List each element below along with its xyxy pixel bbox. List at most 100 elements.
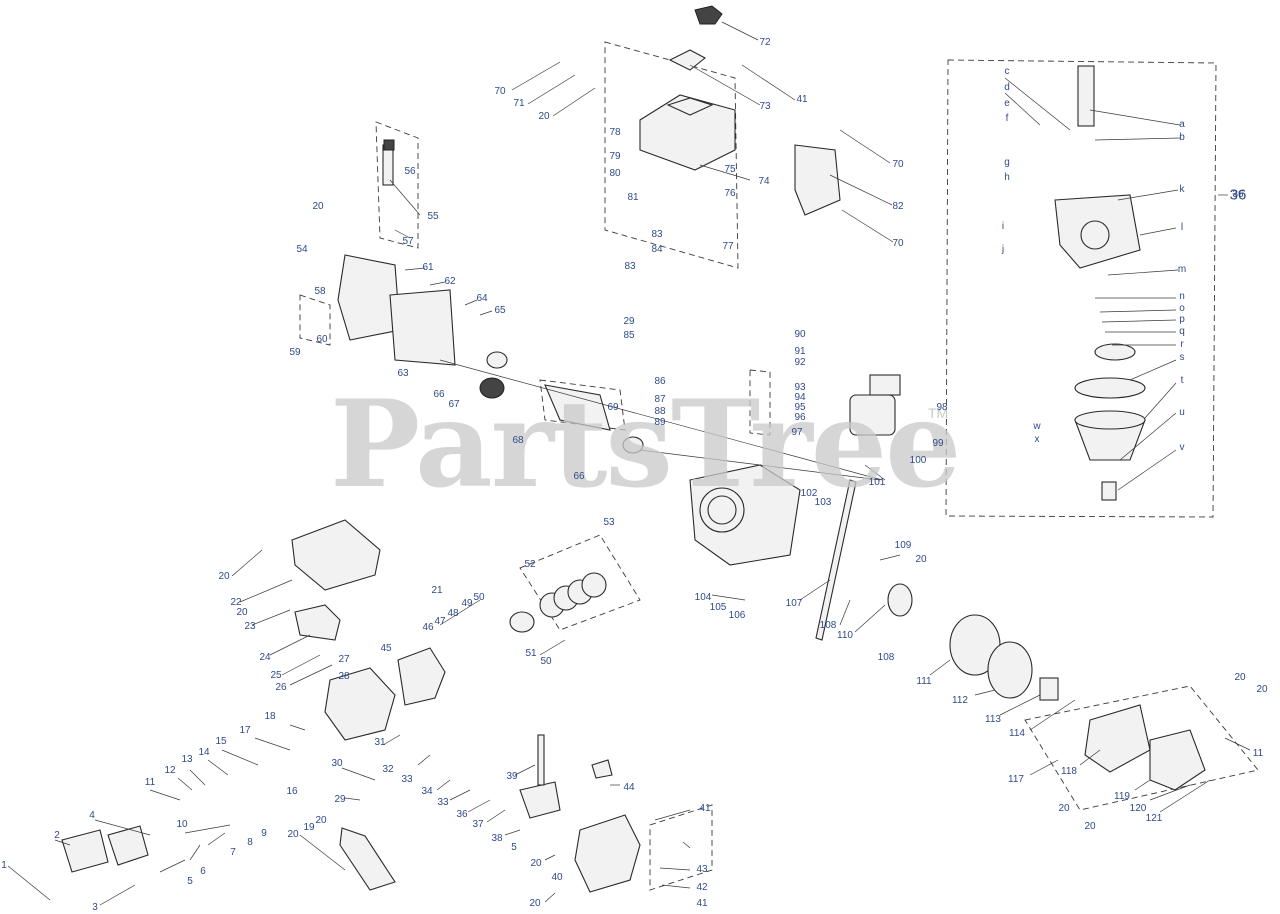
callout-19[interactable]: 19 (303, 822, 315, 833)
callout-41[interactable]: 41 (696, 898, 708, 909)
callout-18[interactable]: 18 (264, 711, 276, 722)
callout-28[interactable]: 28 (338, 671, 350, 682)
callout-95[interactable]: 95 (794, 402, 806, 413)
callout-u[interactable]: u (1179, 407, 1185, 418)
callout-55[interactable]: 55 (427, 211, 439, 222)
callout-71[interactable]: 71 (513, 98, 525, 109)
callout-o[interactable]: o (1179, 303, 1185, 314)
callout-3[interactable]: 3 (92, 902, 98, 913)
callout-83[interactable]: 83 (651, 229, 663, 240)
callout-56[interactable]: 56 (404, 166, 416, 177)
callout-e[interactable]: e (1004, 98, 1010, 109)
callout-j[interactable]: j (1001, 244, 1005, 255)
callout-83[interactable]: 83 (624, 261, 636, 272)
callout-17[interactable]: 17 (239, 725, 251, 736)
callout-82[interactable]: 82 (892, 201, 904, 212)
callout-67[interactable]: 67 (448, 399, 460, 410)
callout-20[interactable]: 20 (915, 554, 927, 565)
callout-24[interactable]: 24 (259, 652, 271, 663)
callout-h[interactable]: h (1004, 172, 1010, 183)
callout-32[interactable]: 32 (382, 764, 394, 775)
callout-41[interactable]: 41 (699, 803, 711, 814)
callout-d[interactable]: d (1004, 82, 1010, 93)
callout-78[interactable]: 78 (609, 127, 621, 138)
callout-20[interactable]: 20 (287, 829, 299, 840)
callout-14[interactable]: 14 (198, 747, 210, 758)
callout-110[interactable]: 110 (837, 630, 853, 641)
callout-p[interactable]: p (1179, 314, 1185, 325)
callout-42[interactable]: 42 (696, 882, 708, 893)
callout-86[interactable]: 86 (654, 376, 666, 387)
callout-t[interactable]: t (1180, 375, 1184, 386)
callout-69[interactable]: 69 (607, 402, 619, 413)
callout-q[interactable]: q (1179, 326, 1185, 337)
callout-61[interactable]: 61 (422, 262, 434, 273)
callout-13[interactable]: 13 (181, 754, 193, 765)
callout-63[interactable]: 63 (397, 368, 409, 379)
callout-117[interactable]: 117 (1008, 774, 1024, 785)
callout-31[interactable]: 31 (374, 737, 386, 748)
callout-11[interactable]: 11 (144, 777, 156, 788)
callout-90[interactable]: 90 (794, 329, 806, 340)
callout-74[interactable]: 74 (758, 176, 770, 187)
callout-87[interactable]: 87 (654, 394, 666, 405)
callout-1[interactable]: 1 (1, 860, 7, 871)
callout-40[interactable]: 40 (551, 872, 563, 883)
callout-85[interactable]: 85 (623, 330, 635, 341)
callout-101[interactable]: 101 (868, 477, 886, 488)
callout-k[interactable]: k (1179, 184, 1185, 195)
callout-111[interactable]: 111 (916, 676, 932, 687)
callout-70[interactable]: 70 (494, 86, 506, 97)
callout-2[interactable]: 2 (54, 830, 60, 841)
callout-47[interactable]: 47 (434, 616, 446, 627)
callout-29[interactable]: 29 (623, 316, 635, 327)
callout-50[interactable]: 50 (473, 592, 485, 603)
callout-80[interactable]: 80 (609, 168, 621, 179)
callout-4[interactable]: 4 (89, 810, 95, 821)
callout-62[interactable]: 62 (444, 276, 456, 287)
callout-59[interactable]: 59 (289, 347, 301, 358)
callout-50[interactable]: 50 (540, 656, 552, 667)
callout-i[interactable]: i (1001, 221, 1005, 232)
callout-29[interactable]: 29 (334, 794, 346, 805)
callout-49[interactable]: 49 (461, 598, 473, 609)
callout-98[interactable]: 98 (936, 402, 948, 413)
callout-20[interactable]: 20 (236, 607, 248, 618)
callout-33[interactable]: 33 (401, 774, 413, 785)
callout-46[interactable]: 46 (422, 622, 434, 633)
callout-20[interactable]: 20 (218, 571, 230, 582)
callout-53[interactable]: 53 (603, 517, 615, 528)
callout-103[interactable]: 103 (814, 497, 832, 508)
callout-n[interactable]: n (1179, 291, 1185, 302)
callout-36[interactable]: 36 (1232, 189, 1244, 200)
callout-121[interactable]: 121 (1145, 813, 1163, 824)
callout-79[interactable]: 79 (609, 151, 621, 162)
callout-20[interactable]: 20 (529, 898, 541, 909)
callout-113[interactable]: 113 (985, 714, 1001, 725)
callout-68[interactable]: 68 (512, 435, 524, 446)
callout-77[interactable]: 77 (722, 241, 734, 252)
callout-89[interactable]: 89 (654, 417, 666, 428)
callout-20[interactable]: 20 (315, 815, 327, 826)
callout-16[interactable]: 16 (286, 786, 298, 797)
callout-51[interactable]: 51 (525, 648, 537, 659)
carburetor-group-ref[interactable]: 36 (1229, 186, 1247, 204)
callout-33[interactable]: 33 (437, 797, 449, 808)
callout-8[interactable]: 8 (247, 837, 253, 848)
callout-48[interactable]: 48 (447, 608, 459, 619)
callout-118[interactable]: 118 (1061, 766, 1077, 777)
callout-c[interactable]: c (1004, 66, 1010, 77)
callout-119[interactable]: 119 (1114, 791, 1130, 802)
callout-g[interactable]: g (1004, 157, 1010, 168)
callout-65[interactable]: 65 (494, 305, 506, 316)
callout-34[interactable]: 34 (421, 786, 433, 797)
callout-58[interactable]: 58 (314, 286, 326, 297)
callout-44[interactable]: 44 (623, 782, 635, 793)
callout-21[interactable]: 21 (431, 585, 443, 596)
callout-88[interactable]: 88 (654, 406, 666, 417)
callout-x[interactable]: x (1034, 434, 1040, 445)
callout-70[interactable]: 70 (892, 238, 904, 249)
callout-106[interactable]: 106 (728, 610, 746, 621)
callout-41[interactable]: 41 (796, 94, 808, 105)
callout-52[interactable]: 52 (524, 559, 536, 570)
